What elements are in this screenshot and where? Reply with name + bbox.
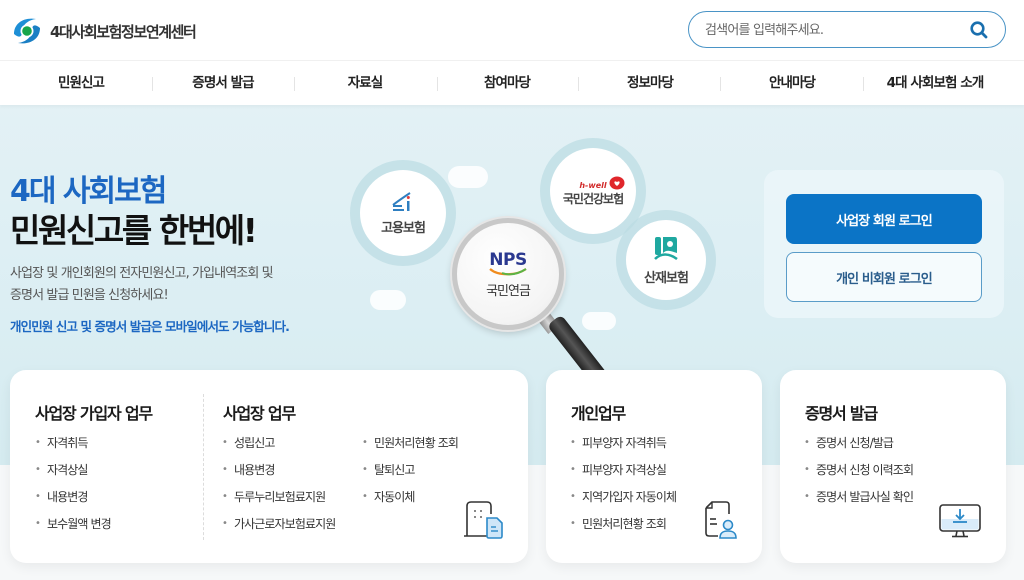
nav-divider — [437, 77, 438, 91]
hero-description-line2: 증명서 발급 민원을 신청하세요! — [10, 288, 169, 303]
card-divider — [203, 394, 204, 540]
list-item[interactable]: 자격취득 — [35, 435, 111, 462]
list-item[interactable]: 증명서 신청 이력조회 — [804, 462, 914, 489]
health-insurance-badge: h-well 국민건강보험 — [550, 148, 636, 234]
list-item[interactable]: 증명서 신청/발급 — [804, 435, 913, 462]
personal-services-card: 개인업무 피부양자 자격취득 피부양자 자격상실 지역가입자 자동이체 민원처리… — [546, 370, 762, 563]
personal-list: 피부양자 자격취득 피부양자 자격상실 지역가입자 자동이체 민원처리현황 조회 — [570, 435, 677, 543]
business-login-button[interactable]: 사업장 회원 로그인 — [786, 194, 982, 244]
employment-insurance-badge: 고용보험 — [360, 170, 446, 256]
pension-magnifier-badge: NPS 국민연금 — [452, 218, 564, 330]
nav-item-participation[interactable]: 참여마당 — [483, 75, 531, 91]
main-nav: 민원신고 증명서 발급 자료실 참여마당 정보마당 안내마당 4대 사회보험 소… — [0, 60, 1024, 105]
list-item[interactable]: 가사근로자보험료지원 — [222, 516, 336, 543]
list-item[interactable]: 피부양자 자격상실 — [570, 462, 676, 489]
document-person-icon — [705, 501, 737, 539]
nav-divider — [294, 77, 295, 91]
hero-description: 사업장 및 개인회원의 전자민원신고, 가입내역조회 및 증명서 발급 민원을 … — [10, 263, 350, 307]
cloud-decoration — [370, 290, 406, 310]
nps-brand: NPS — [489, 249, 527, 270]
nav-divider — [152, 77, 153, 91]
search-icon[interactable] — [969, 20, 989, 40]
ei-logo-icon — [392, 191, 411, 211]
employment-insurance-label: 고용보험 — [381, 220, 426, 236]
monitor-download-icon — [939, 504, 981, 538]
cloud-decoration — [448, 166, 488, 188]
certificate-title: 증명서 발급 — [805, 404, 878, 423]
hero-mobile-note: 개인민원 신고 및 증명서 발급은 모바일에서도 가능합니다. — [10, 319, 290, 334]
search-box — [688, 11, 1006, 48]
list-item[interactable]: 성립신고 — [222, 435, 335, 462]
list-item[interactable]: 피부양자 자격취득 — [570, 435, 676, 462]
nav-divider — [578, 77, 579, 91]
nav-item-about[interactable]: 4대 사회보험 소개 — [886, 75, 985, 91]
nav-item-certificate[interactable]: 증명서 발급 — [192, 75, 254, 91]
building-document-icon — [464, 501, 503, 539]
business-member-list: 자격취득 자격상실 내용변경 보수월액 변경 — [35, 435, 112, 543]
header: 4대사회보험정보연계센터 — [0, 0, 1024, 60]
industrial-insurance-label: 산재보험 — [644, 270, 689, 286]
personal-login-button[interactable]: 개인 비회원 로그인 — [786, 252, 982, 302]
hero-title-line2: 민원신고를 한번에! — [10, 211, 258, 250]
hero-description-line1: 사업장 및 개인회원의 전자민원신고, 가입내역조회 및 — [10, 266, 274, 281]
login-panel: 사업장 회원 로그인 개인 비회원 로그인 — [764, 170, 1004, 318]
business-list-col1: 성립신고 내용변경 두루누리보험료지원 가사근로자보험료지원 — [222, 435, 336, 543]
cloud-decoration — [582, 312, 616, 330]
certificate-card: 증명서 발급 증명서 신청/발급 증명서 신청 이력조회 증명서 발급사실 확인 — [780, 370, 1006, 563]
nav-item-information[interactable]: 정보마당 — [626, 75, 674, 91]
pension-label: 국민연금 — [486, 283, 531, 299]
list-item[interactable]: 증명서 발급사실 확인 — [804, 489, 914, 516]
site-logo[interactable]: 4대사회보험정보연계센터 — [10, 14, 197, 48]
list-item[interactable]: 지역가입자 자동이체 — [570, 489, 677, 516]
list-item[interactable]: 민원처리현황 조회 — [570, 516, 676, 543]
nav-divider — [720, 77, 721, 91]
list-item[interactable]: 자격상실 — [35, 462, 111, 489]
business-list-col2: 민원처리현황 조회 탈퇴신고 자동이체 — [362, 435, 459, 516]
list-item[interactable]: 내용변경 — [35, 489, 111, 516]
h-well-brand: h-well — [579, 180, 607, 190]
list-item[interactable]: 민원처리현황 조회 — [362, 435, 459, 462]
list-item[interactable]: 두루누리보험료지원 — [222, 489, 335, 516]
nps-logo-icon — [489, 267, 527, 275]
personal-title: 개인업무 — [571, 404, 626, 423]
list-item[interactable]: 내용변경 — [222, 462, 335, 489]
nav-item-complaint[interactable]: 민원신고 — [57, 75, 105, 91]
search-input[interactable] — [705, 20, 955, 40]
business-member-title: 사업장 가입자 업무 — [35, 404, 153, 423]
certificate-list: 증명서 신청/발급 증명서 신청 이력조회 증명서 발급사실 확인 — [804, 435, 914, 516]
kcomwel-logo-icon — [654, 236, 678, 260]
hero-title-line1: 4대 사회보험 — [10, 174, 167, 209]
logo-mark-icon — [14, 18, 40, 44]
list-item[interactable]: 탈퇴신고 — [362, 462, 458, 489]
list-item[interactable]: 자동이체 — [362, 489, 458, 516]
health-insurance-label: 국민건강보험 — [562, 191, 624, 206]
business-services-card: 사업장 가입자 업무 자격취득 자격상실 내용변경 보수월액 변경 사업장 업무… — [10, 370, 528, 563]
nhis-heart-icon — [609, 176, 625, 189]
nav-item-library[interactable]: 자료실 — [347, 75, 383, 91]
list-item[interactable]: 보수월액 변경 — [35, 516, 112, 543]
nav-divider — [863, 77, 864, 91]
business-title: 사업장 업무 — [223, 404, 296, 423]
logo-text: 4대사회보험정보연계센터 — [50, 22, 197, 41]
industrial-insurance-badge: 산재보험 — [626, 220, 706, 300]
nav-item-guide[interactable]: 안내마당 — [768, 75, 816, 91]
